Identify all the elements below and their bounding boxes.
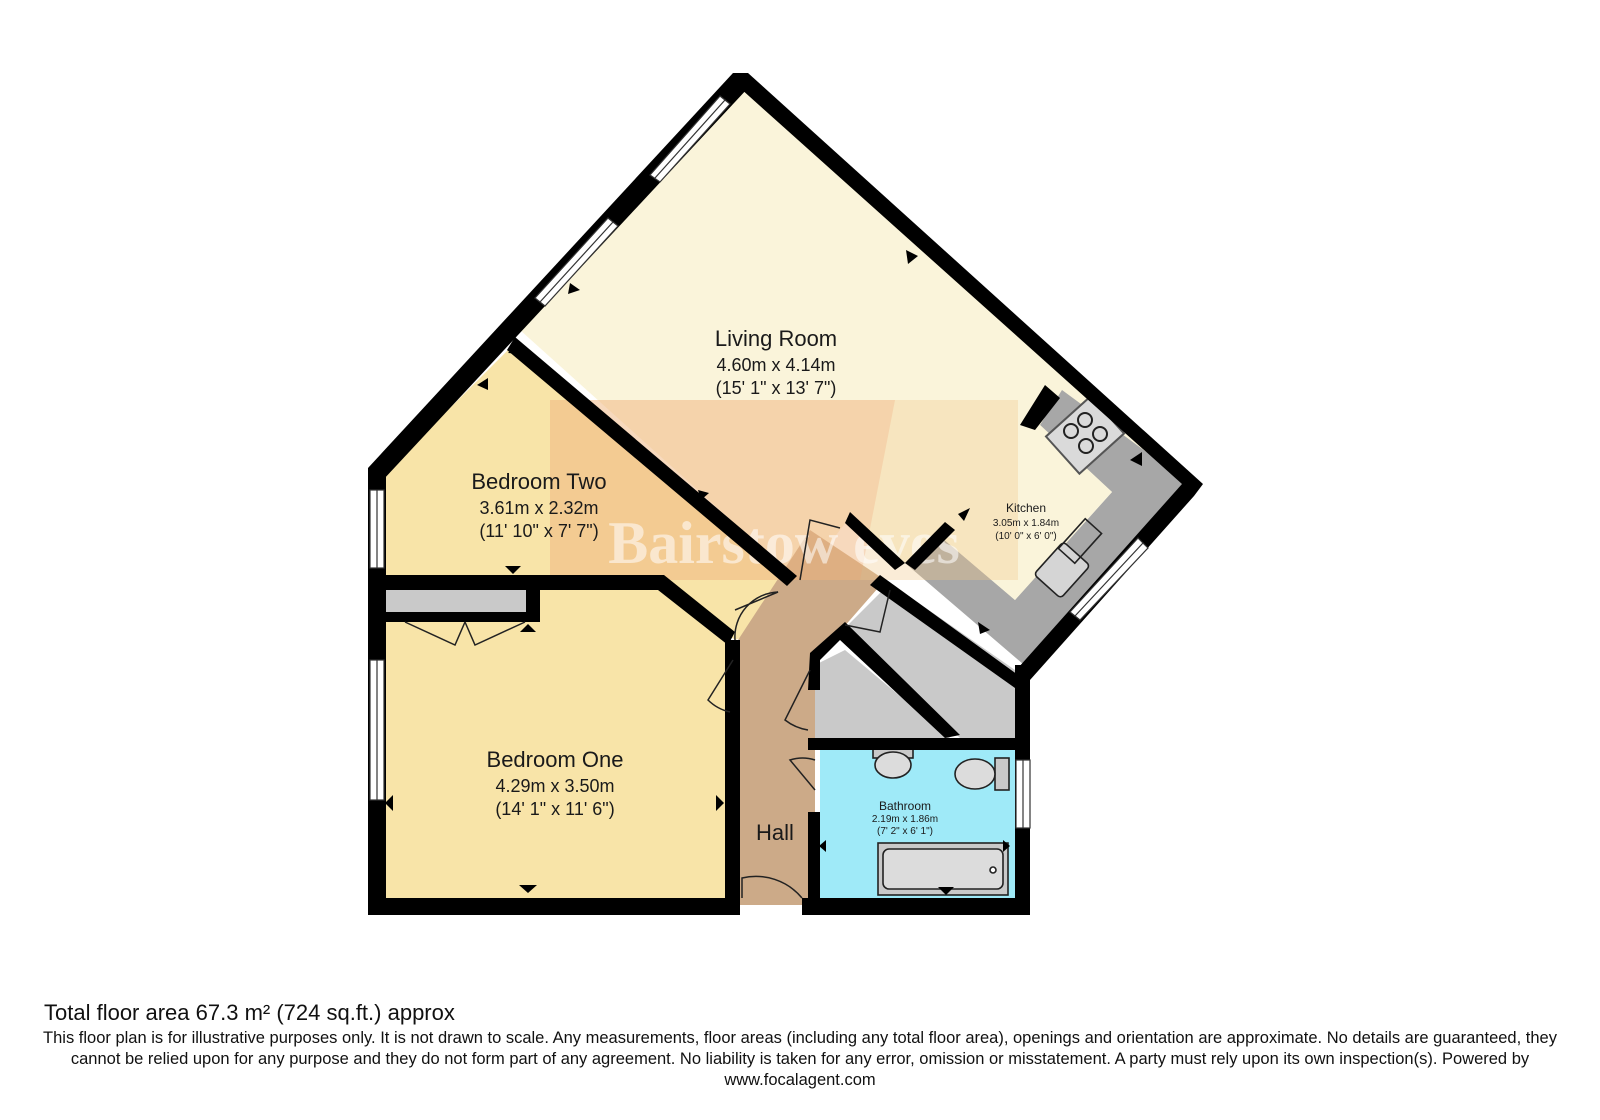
bedroom-two-name: Bedroom Two xyxy=(471,469,606,494)
bedroom-two-label: Bedroom Two 3.61m x 2.32m (11' 10" x 7' … xyxy=(471,469,606,541)
dimension-markers xyxy=(385,250,1142,895)
living-room-metric: 4.60m x 4.14m xyxy=(716,355,835,375)
bedroom-two-area xyxy=(378,343,800,640)
living-room-imperial: (15' 1" x 13' 7") xyxy=(716,378,837,398)
sink-icon xyxy=(1034,517,1103,598)
kitchen-metric: 3.05m x 1.84m xyxy=(993,518,1059,529)
wardrobe xyxy=(385,585,530,617)
kitchen-name: Kitchen xyxy=(1006,501,1046,515)
kitchen-label: Kitchen 3.05m x 1.84m (10' 0" x 6' 0") xyxy=(993,501,1059,542)
bedroom-two-imperial: (11' 10" x 7' 7") xyxy=(479,521,598,541)
cupboard-upper xyxy=(845,583,1015,738)
bedroom-one-area xyxy=(378,583,730,905)
hall-area xyxy=(738,530,885,905)
kitchen-imperial: (10' 0" x 6' 0") xyxy=(995,531,1057,542)
bathroom-metric: 2.19m x 1.86m xyxy=(872,814,938,825)
bedroom-one-metric: 4.29m x 3.50m xyxy=(495,776,614,796)
bedroom-two-metric: 3.61m x 2.32m xyxy=(479,498,598,518)
living-room-name: Living Room xyxy=(715,326,837,351)
bathroom-label: Bathroom 2.19m x 1.86m (7' 2" x 6' 1") xyxy=(872,799,938,837)
bathroom-imperial: (7' 2" x 6' 1") xyxy=(877,826,933,837)
doors xyxy=(404,519,891,899)
toilet-icon xyxy=(954,757,1010,791)
kitchen-units xyxy=(905,390,1190,670)
total-floor-area: Total floor area 67.3 m² (724 sq.ft.) ap… xyxy=(44,1000,455,1025)
basin-icon xyxy=(872,747,914,779)
kitchen-floor xyxy=(935,425,1112,600)
watermark-backdrop xyxy=(550,400,1018,580)
bedroom-one-name: Bedroom One xyxy=(487,747,624,772)
cupboard-lower xyxy=(815,650,950,738)
disclaimer-text: This floor plan is for illustrative purp… xyxy=(43,1029,1557,1089)
bedroom-one-imperial: (14' 1" x 11' 6") xyxy=(495,799,614,819)
windows xyxy=(369,95,1149,829)
floor-plan: Bairstow eves xyxy=(368,73,1203,915)
bathroom-name: Bathroom xyxy=(879,799,931,813)
bedroom-one-label: Bedroom One 4.29m x 3.50m (14' 1" x 11' … xyxy=(487,747,624,819)
hall-name: Hall xyxy=(756,820,794,845)
bath-icon xyxy=(877,842,1009,896)
living-room-label: Living Room 4.60m x 4.14m (15' 1" x 13' … xyxy=(715,326,837,398)
